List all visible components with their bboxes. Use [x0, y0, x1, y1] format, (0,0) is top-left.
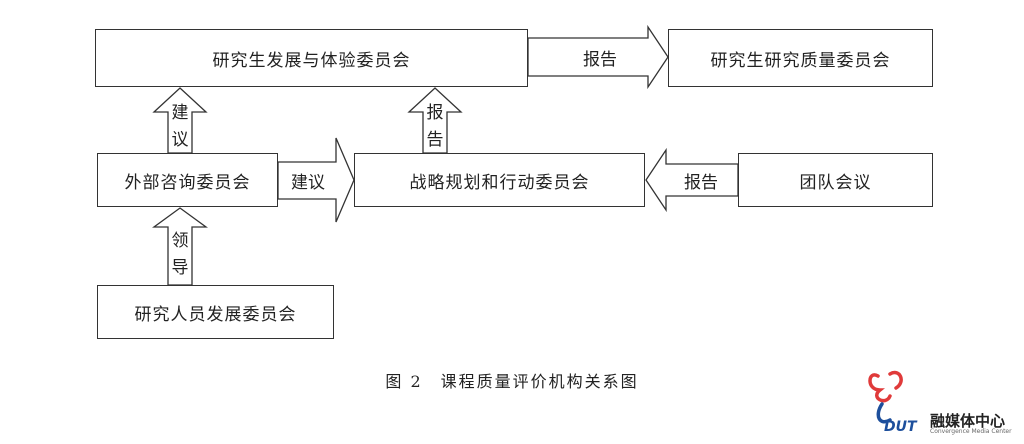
label-report-left: 报告 [684, 172, 718, 193]
box-team-meeting: 团队会议 [738, 153, 933, 207]
label-lead-up: 领导 [171, 231, 189, 278]
box-grad-quality-committee: 研究生研究质量委员会 [668, 29, 933, 87]
box-strategy-committee: 战略规划和行动委员会 [354, 153, 645, 207]
arrow-lead-up [152, 207, 208, 286]
logo-name: 融媒体中心 [930, 412, 1006, 430]
logo-subtitle: Convergence Media Center [930, 428, 1012, 435]
box-grad-dev-committee: 研究生发展与体验委员会 [95, 29, 528, 87]
box-external-advisory-committee: 外部咨询委员会 [97, 153, 278, 207]
arrow-suggest-right [277, 137, 355, 223]
label-report-up: 报告 [426, 103, 444, 150]
arrow-report-top [527, 24, 669, 90]
arrow-report-left [645, 147, 739, 213]
figure-caption: 图 2 课程质量评价机构关系图 [385, 372, 639, 391]
label-report-top: 报告 [583, 49, 617, 70]
box-staff-dev-committee: 研究人员发展委员会 [97, 285, 334, 339]
arrow-report-up [407, 87, 463, 154]
dut-logo-icon [868, 370, 903, 424]
logo-mark-text: DUT [884, 419, 917, 435]
arrow-suggest-up [152, 87, 208, 154]
label-suggest-up: 建议 [171, 103, 189, 150]
label-suggest-right: 建议 [291, 172, 325, 193]
